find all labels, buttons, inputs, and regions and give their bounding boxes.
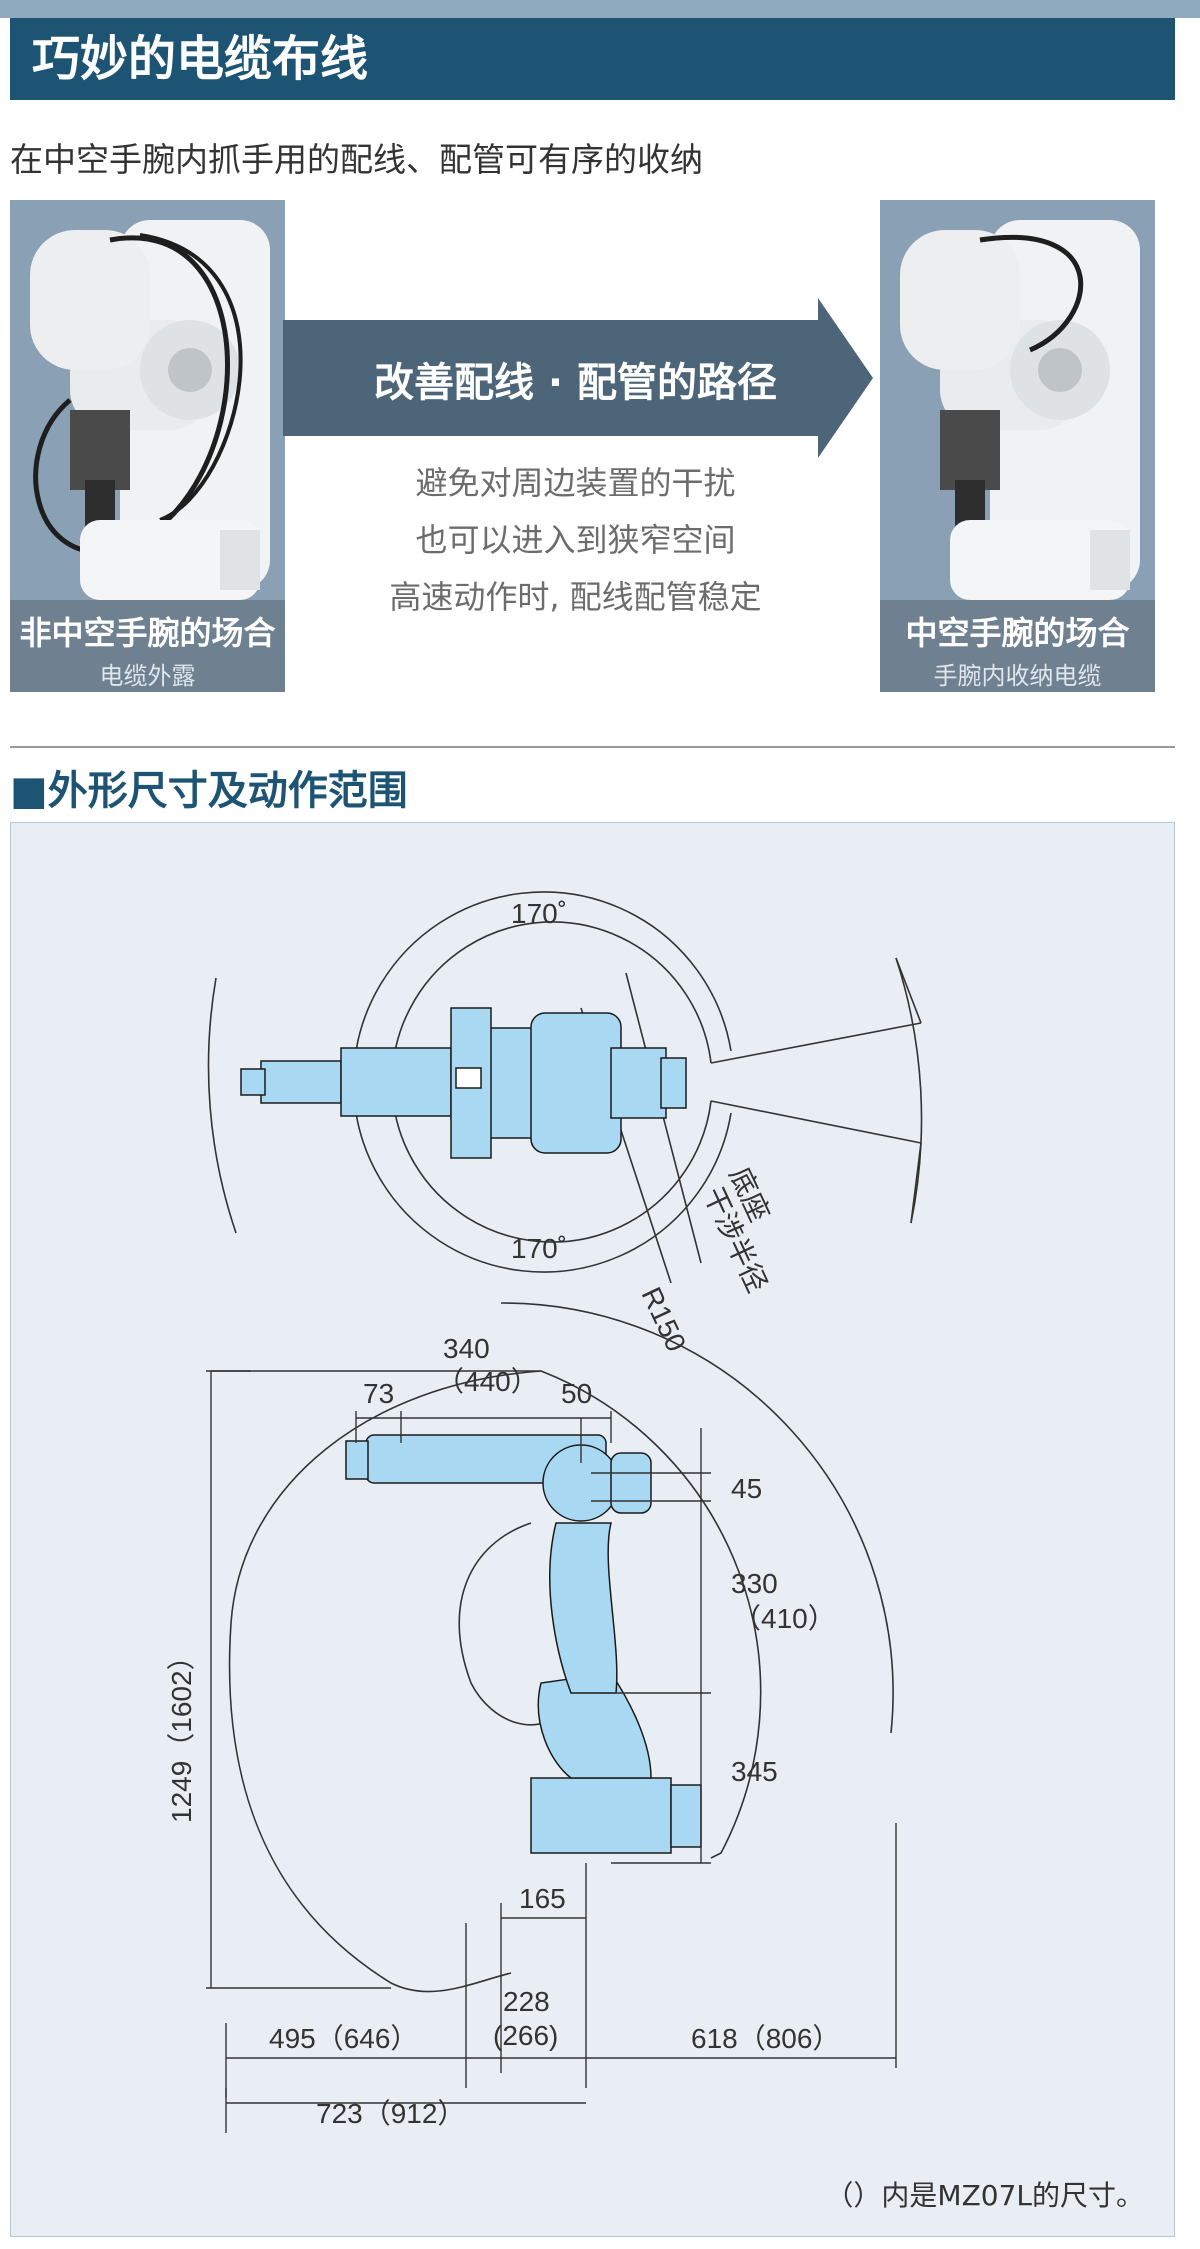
caption-hollow-title: 中空手腕的场合 — [905, 614, 1130, 652]
photo-non-hollow-wrist: 非中空手腕的场合 电缆外露 — [10, 200, 285, 692]
dim-73: 73 — [363, 1378, 394, 1409]
dim-1249: 1249（1602） — [166, 1642, 197, 1823]
outer-range-arc-left — [207, 977, 237, 1234]
dim-440: （440） — [436, 1366, 539, 1397]
benefit-item: 高速动作时, 配线配管稳定 — [389, 578, 762, 616]
outer-range-arc-right — [895, 957, 923, 1224]
intro-text: 在中空手腕内抓手用的配线、配管可有序的收纳 — [10, 140, 703, 179]
photo-hollow-wrist: 中空手腕的场合 手腕内收纳电缆 — [880, 200, 1155, 692]
arrow-label: 改善配线 · 配管的路径 — [373, 360, 778, 406]
dim-340: 340 — [443, 1333, 490, 1364]
reach-envelope — [211, 1370, 762, 1859]
top-accent-strip — [0, 0, 1200, 18]
radius-label: R150 — [636, 1282, 692, 1356]
robot-side-view — [345, 1434, 702, 1854]
robot-photo-exposed-cable — [10, 200, 285, 600]
dim-410: （410） — [733, 1603, 836, 1634]
angle-bottom-label: 170˚ — [511, 1233, 567, 1264]
page-title: 巧妙的电缆布线 — [10, 18, 1175, 100]
section-divider — [10, 746, 1175, 748]
caption-non-hollow-title: 非中空手腕的场合 — [19, 614, 276, 652]
dim-165: 165 — [519, 1883, 566, 1914]
dim-266: (266) — [493, 2020, 558, 2051]
improvement-arrow — [283, 298, 873, 462]
robot-photo-internal-cable — [880, 200, 1155, 600]
dim-618: 618（806） — [691, 2023, 840, 2054]
dimension-lines — [206, 1370, 897, 2133]
benefit-item: 也可以进入到狭窄空间 — [415, 521, 736, 559]
model-note: （）内是MZ07L的尺寸。 — [825, 2179, 1144, 2212]
dim-45: 45 — [731, 1473, 762, 1504]
dimension-drawing: 170˚ 170˚ R150 底座 干涉半径 — [166, 891, 923, 2133]
dim-723: 723（912） — [316, 2098, 465, 2129]
dim-330: 330 — [731, 1568, 778, 1599]
caption-non-hollow: 非中空手腕的场合 电缆外露 — [10, 600, 285, 692]
benefit-item: 避免对周边装置的干扰 — [415, 464, 736, 502]
robot-top-view — [240, 1007, 687, 1159]
caption-hollow: 中空手腕的场合 手腕内收纳电缆 — [880, 600, 1155, 692]
section-title: ■外形尺寸及动作范围 — [10, 768, 408, 814]
angle-top-label: 170˚ — [511, 898, 567, 929]
dim-345: 345 — [731, 1756, 778, 1787]
dim-495: 495（646） — [269, 2023, 418, 2054]
caption-hollow-desc: 手腕内收纳电缆 — [933, 662, 1102, 690]
dim-228: 228 — [503, 1986, 550, 2017]
side-view-labels: 73 340 （440） 50 45 330 （410） 345 165 124… — [166, 1333, 840, 2129]
side-view-range — [211, 1302, 894, 1993]
caption-non-hollow-desc: 电缆外露 — [99, 662, 196, 690]
dim-50: 50 — [561, 1378, 592, 1409]
dimension-diagram: 170˚ 170˚ R150 底座 干涉半径 — [10, 822, 1175, 2237]
